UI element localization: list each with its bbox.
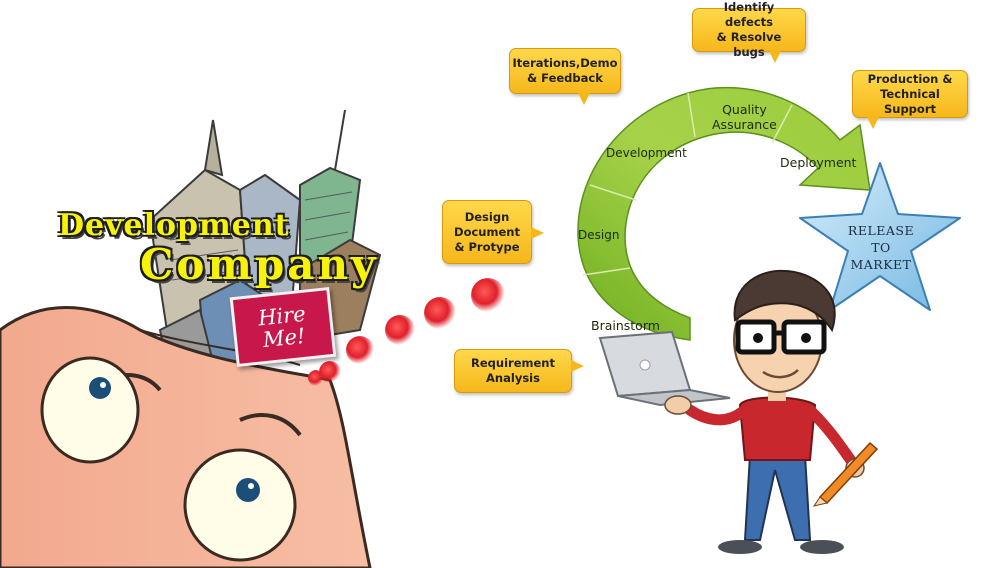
cycle-arrow — [577, 86, 871, 341]
thought-dots — [308, 278, 505, 386]
stage-brainstorm: Brainstorm — [591, 318, 660, 333]
callout-requirement-line1: Requirement — [471, 356, 555, 370]
callout-iterations-line1: Iterations,Demo — [512, 56, 618, 70]
headline-development: Development — [58, 208, 290, 243]
callout-requirement-line2: Analysis — [486, 371, 540, 385]
callout-design-line1: Design — [464, 209, 510, 224]
callout-production-line1: Production & — [867, 71, 953, 86]
callout-iterations-line2: & Feedback — [527, 71, 603, 85]
stage-deployment: Deployment — [780, 155, 857, 170]
stage-qa-line1: Quality — [722, 102, 767, 117]
callout-defects-line2: & Resolve bugs — [716, 30, 782, 59]
release-line2: to — [871, 240, 891, 255]
callout-production-line2: Technical Support — [880, 86, 940, 116]
callout-defects-line1: Identify defects — [723, 0, 775, 29]
headline-company: Company — [140, 240, 379, 289]
laptop — [598, 330, 731, 407]
release-to-market: Release to Market — [836, 222, 926, 273]
callout-design-line2: Document — [454, 224, 520, 239]
release-line3: Market — [850, 257, 912, 272]
callout-design-line3: & Protype — [454, 239, 520, 254]
callout-defects: Identify defects& Resolve bugs — [692, 0, 806, 63]
stage-development: Development — [606, 146, 687, 160]
left-eye — [40, 356, 140, 464]
pencil — [812, 441, 879, 507]
release-line1: Release — [847, 223, 915, 238]
callout-production: Production &Technical Support — [852, 70, 968, 129]
hire-me-line2: Me! — [261, 323, 307, 353]
release-star — [799, 162, 961, 311]
stage-qa-line2: Assurance — [712, 117, 777, 132]
stage-design: Design — [578, 228, 620, 242]
callout-iterations: Iterations,Demo& Feedback — [509, 48, 621, 105]
right-eye — [183, 448, 297, 562]
developer-character — [598, 269, 879, 554]
hire-me-sign: Hire Me! — [229, 286, 337, 368]
